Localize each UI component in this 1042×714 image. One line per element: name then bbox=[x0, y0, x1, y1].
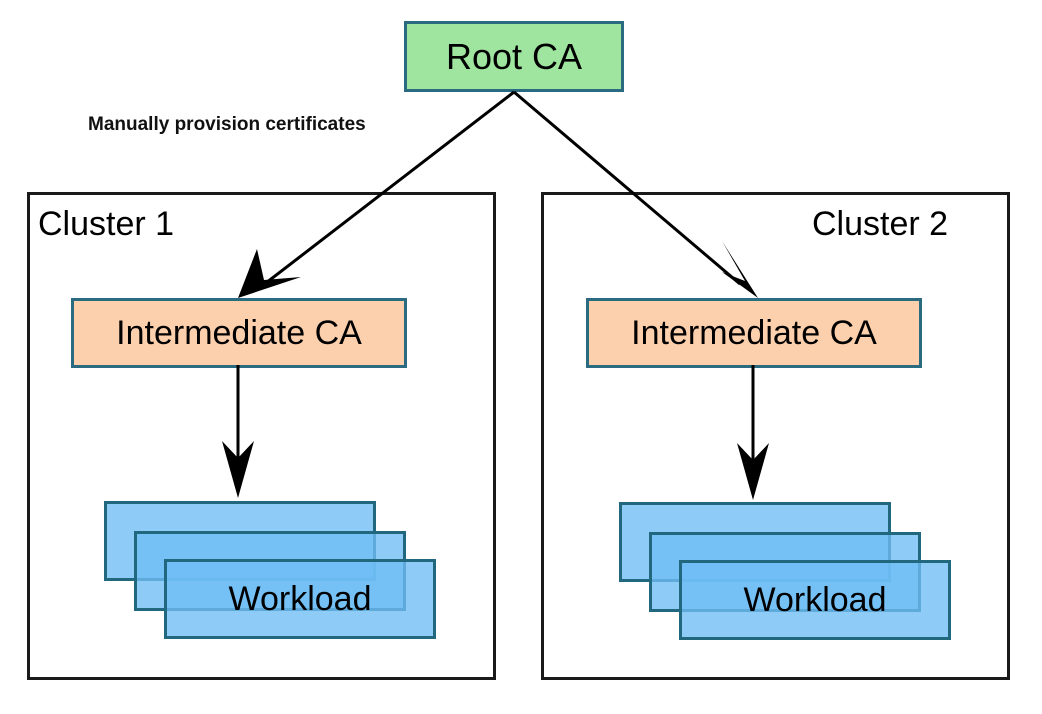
edge-caption: Manually provision certificates bbox=[88, 114, 366, 135]
cluster-2-workload-front: Workload bbox=[679, 560, 951, 640]
intermediate-ca-label: Intermediate CA bbox=[631, 313, 877, 352]
cluster-1-label: Cluster 1 bbox=[38, 205, 175, 243]
root-ca-label: Root CA bbox=[445, 35, 583, 77]
edge-intermediate-to-workload-1 bbox=[222, 365, 254, 498]
root-ca-node: Root CA bbox=[404, 21, 624, 92]
workload-label: Workload bbox=[228, 579, 372, 618]
arrowhead-icon bbox=[737, 443, 769, 500]
intermediate-ca-label: Intermediate CA bbox=[116, 313, 362, 352]
cluster-1-box bbox=[27, 192, 496, 680]
edge-root-to-cluster-1 bbox=[238, 90, 515, 298]
cluster-1-workload-front: Workload bbox=[164, 559, 436, 639]
workload-label: Workload bbox=[743, 580, 887, 619]
cluster-2-label: Cluster 2 bbox=[812, 205, 949, 243]
arrowhead-icon bbox=[722, 241, 758, 298]
arrowhead-icon bbox=[238, 249, 301, 298]
arrowhead-icon bbox=[222, 441, 254, 498]
edge-root-to-cluster-2 bbox=[513, 90, 758, 298]
cluster-2-box bbox=[541, 192, 1010, 680]
edge-intermediate-to-workload-2 bbox=[737, 365, 769, 500]
